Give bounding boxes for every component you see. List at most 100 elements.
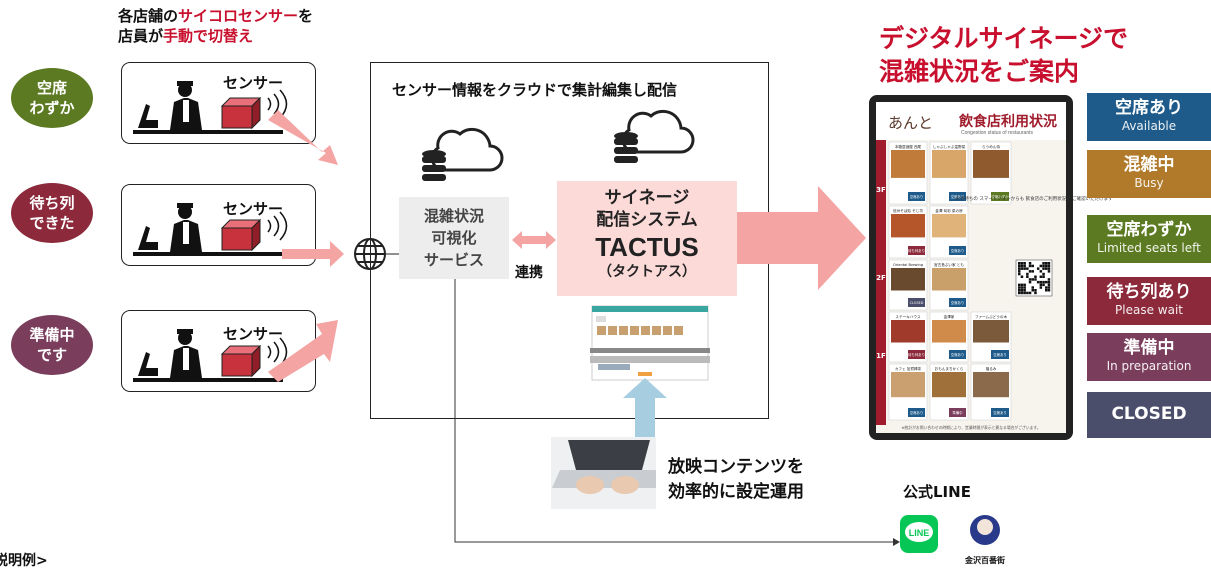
qr-module [1042, 275, 1045, 278]
signage-status-tag: 空席わずか [992, 194, 1010, 199]
tactus-screenshot-thumb [590, 305, 710, 381]
staff-sensor-illustration [133, 81, 288, 134]
cloud-db-icon-2 [614, 109, 695, 163]
kanazawa-text: 金沢百番街 [964, 555, 1005, 565]
bubble-text: 待ち列 できた [29, 194, 75, 232]
signage-title-line: デジタルサイネージで [879, 24, 1129, 53]
qr-module [1028, 291, 1032, 295]
line-title: 公式LINE [903, 483, 971, 501]
qr-module [1047, 264, 1051, 268]
qr-module [1020, 275, 1024, 278]
qr-code [1015, 259, 1053, 297]
floor-label-1f: 1F [876, 352, 886, 360]
bubble-text: 空席 わずか [29, 79, 75, 117]
staff-icon-group [133, 81, 288, 382]
staff-sensor-illustration [133, 203, 288, 256]
qr-module [1047, 267, 1051, 270]
signage-status-tag: 空席あり [951, 194, 965, 199]
qr-module [1047, 262, 1051, 265]
qr-module [1042, 262, 1045, 265]
qr-module [1039, 280, 1043, 284]
vis-line: 可視化 [431, 229, 477, 247]
qr-module [1047, 289, 1051, 292]
line-app-icon [900, 515, 938, 553]
legend-jp: 待ち列あり [1106, 282, 1192, 302]
qr-module [1031, 286, 1034, 289]
qr-module [1039, 275, 1043, 278]
legend-en: Please wait [1115, 303, 1183, 317]
link-arrow [512, 231, 556, 249]
tactus-brand: TACTUS [595, 232, 699, 262]
caption-highlight: サイコロセンサー [178, 7, 299, 25]
line-connector-head [893, 538, 900, 546]
qr-module [1023, 264, 1026, 268]
link-label: 連携 [515, 265, 543, 281]
qr-module [1020, 291, 1024, 295]
bottom-cut-text: 説明例> [0, 553, 48, 569]
tactus-line: （タクトアス） [598, 264, 696, 280]
qr-module [1026, 291, 1029, 295]
qr-module [1045, 286, 1048, 289]
qr-module [1028, 278, 1032, 281]
signage-status-tag: 空席あり [951, 300, 965, 305]
upload-arrow [623, 378, 667, 440]
signage-logo: あんと [888, 114, 933, 132]
arrow-shop-3 [268, 320, 338, 382]
qr-module [1039, 270, 1043, 273]
sensor-label: センサー [223, 74, 284, 92]
signage-shop-name: ステーキハウス [895, 314, 921, 319]
qr-module [1028, 270, 1032, 273]
signage-status-tag: 空席あり [993, 352, 1007, 357]
signage-title: デジタルサイネージで 混雑状況をご案内 [879, 22, 1128, 88]
arrow-shop-2 [282, 241, 344, 267]
pc-caption-line: 放映コンテンツを [668, 457, 804, 477]
line-connector [454, 279, 893, 543]
qr-module [1023, 289, 1026, 292]
qr-module [1023, 262, 1026, 265]
qr-module [1039, 286, 1043, 289]
qr-module [1045, 262, 1048, 265]
caption-text: 各店舗の [118, 7, 179, 25]
signage-status-tag: 空席あり [993, 410, 1007, 415]
qr-module [1047, 270, 1051, 273]
caption-text: 店員が [118, 27, 164, 45]
signage-status-tag: 空席あり [910, 410, 924, 415]
signage-status-tag: CLOSED [910, 301, 924, 305]
arrow-shop-1 [268, 110, 338, 165]
qr-module [1031, 289, 1034, 292]
qr-module [1042, 272, 1045, 276]
qr-module [1045, 280, 1048, 284]
qr-module [1034, 278, 1037, 281]
qr-module [1028, 280, 1032, 284]
qr-module [1020, 267, 1024, 270]
signage-shop-name: 本箱居酒屋 西尾 [895, 144, 922, 149]
qr-module [1018, 272, 1021, 276]
qr-module [1045, 267, 1048, 270]
qr-module [1031, 278, 1034, 281]
status-bubble-2: 待ち列 できた [11, 183, 93, 243]
legend-en: Busy [1134, 176, 1164, 190]
signage-shop-name: Oriental Brewing [893, 263, 923, 267]
signage-shop-grid: 本箱居酒屋 西尾空席ありしゃぶしゃぶ温野菜空席ありらうめん侍空席わずか信州そば処… [888, 141, 1012, 421]
qr-module [1042, 280, 1045, 284]
vis-line: 混雑状況 [423, 207, 484, 225]
cloud-db-icon-1 [422, 127, 504, 181]
qr-module [1042, 264, 1045, 268]
qr-module [1018, 289, 1021, 292]
qr-module [1047, 280, 1051, 284]
signage-shop-name: 金澤家 [944, 314, 955, 319]
qr-module [1034, 289, 1037, 292]
qr-module [1026, 275, 1029, 278]
